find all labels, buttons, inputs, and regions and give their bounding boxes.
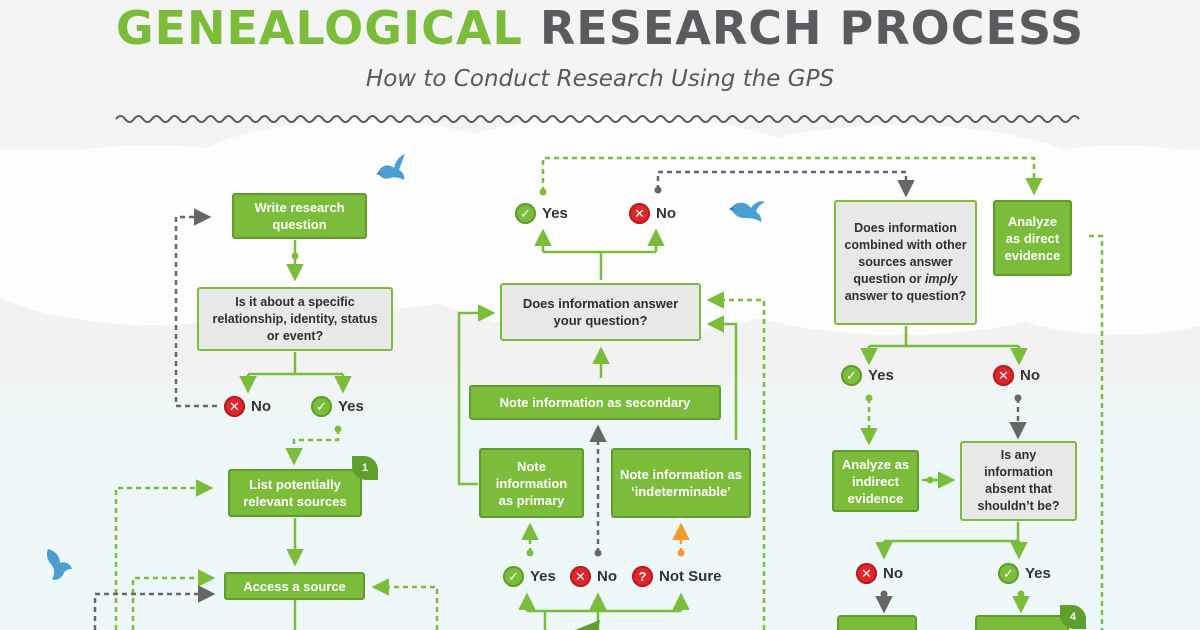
bottom-no-answer: ✕ No (570, 566, 617, 587)
bird-icon (46, 549, 72, 580)
right-bottom-yes-answer: ✓ Yes (998, 563, 1051, 584)
x-icon: ✕ (856, 563, 877, 584)
wavy-divider (115, 115, 1080, 123)
note-primary-box: Note information as primary (479, 448, 584, 518)
bottom-no-label: No (597, 568, 617, 585)
top-yes-label: Yes (542, 205, 568, 222)
analyze-direct-box: Analyze as direct evidence (993, 200, 1072, 276)
absent-information-question-box: Is any information absent that shouldn’t… (960, 441, 1077, 521)
left-yes-label: Yes (338, 398, 364, 415)
right-no-label: No (1020, 367, 1040, 384)
bottom-yes-label: Yes (530, 568, 556, 585)
access-source-box: Access a source (224, 572, 365, 600)
title-green: GENEALOGICAL (115, 1, 523, 55)
right-bottom-no-label: No (883, 565, 903, 582)
title-gray: RESEARCH PROCESS (539, 1, 1085, 55)
page-subtitle: How to Conduct Research Using the GPS (365, 66, 835, 92)
top-yes-answer: ✓ Yes (515, 203, 568, 224)
next-box-partial-left (837, 615, 917, 630)
left-yes-answer: ✓ Yes (311, 396, 364, 417)
note-indeterminable-box: Note information as ‘indeterminable’ (611, 448, 751, 518)
bottom-not-sure-answer: ? Not Sure (632, 566, 722, 587)
right-no-answer: ✕ No (993, 365, 1040, 386)
page-title: GENEALOGICAL RESEARCH PROCESS (0, 0, 1200, 60)
x-icon: ✕ (570, 566, 591, 587)
top-no-answer: ✕ No (629, 203, 676, 224)
bottom-yes-answer: ✓ Yes (503, 566, 556, 587)
combined-sources-question-box: Does information combined with other sou… (834, 200, 977, 325)
check-icon: ✓ (515, 203, 536, 224)
bird-icon (729, 201, 765, 222)
left-no-answer: ✕ No (224, 396, 271, 417)
combined-question-text: Does information combined with other sou… (844, 221, 967, 303)
analyze-indirect-box: Analyze as indirect evidence (832, 450, 919, 512)
bottom-not-sure-label: Not Sure (659, 568, 722, 585)
note-secondary-box: Note information as secondary (469, 385, 721, 420)
x-icon: ✕ (629, 203, 650, 224)
right-bottom-no-answer: ✕ No (856, 563, 903, 584)
right-yes-label: Yes (868, 367, 894, 384)
next-box-partial-right (975, 615, 1069, 630)
right-bottom-yes-label: Yes (1025, 565, 1051, 582)
right-yes-answer: ✓ Yes (841, 365, 894, 386)
write-question-box: Write research question (232, 193, 367, 239)
leaf-badge-icon: 1 (352, 456, 378, 480)
x-icon: ✕ (224, 396, 245, 417)
bird-icon (376, 154, 405, 180)
does-answer-question-box: Does information answer your question? (500, 283, 701, 341)
leaf-badge-icon: 4 (1060, 605, 1086, 629)
leaf-partial-icon (575, 620, 600, 630)
check-icon: ✓ (311, 396, 332, 417)
list-sources-box: List potentially relevant sources (228, 469, 362, 517)
about-specific-question-box: Is it about a specific relationship, ide… (197, 287, 393, 351)
check-icon: ✓ (998, 563, 1019, 584)
question-icon: ? (632, 566, 653, 587)
x-icon: ✕ (993, 365, 1014, 386)
left-no-label: No (251, 398, 271, 415)
top-no-label: No (656, 205, 676, 222)
check-icon: ✓ (503, 566, 524, 587)
check-icon: ✓ (841, 365, 862, 386)
